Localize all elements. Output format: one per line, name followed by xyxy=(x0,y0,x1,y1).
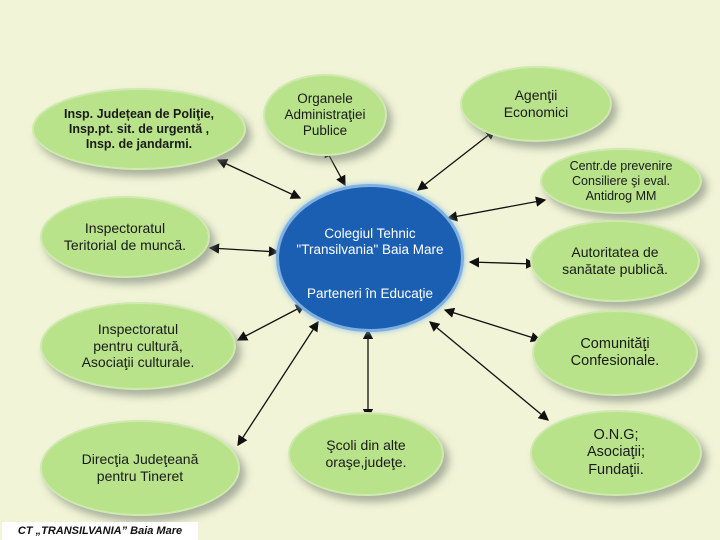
node-sanatate-label: Autoritatea de sanătate publică. xyxy=(562,244,668,277)
node-ong: O.N.G; Asociaţii; Fundaţii. xyxy=(530,410,702,496)
arrow-agenti xyxy=(416,129,497,191)
node-munca-label: Inspectoratul Teritorial de muncă. xyxy=(63,220,187,253)
arrow-tineret xyxy=(237,320,319,447)
center-hub xyxy=(276,184,464,332)
node-confesionale-label: Comunităţi Confesionale. xyxy=(570,335,660,369)
arrow-cultura xyxy=(236,304,307,341)
node-antidrog-label: Centr.de prevenire Consiliere şi eval. A… xyxy=(569,158,673,203)
node-scoli-label: Şcoli din alte oraşe,judeţe. xyxy=(325,437,407,470)
node-agenti: Agenţii Economici xyxy=(460,66,612,142)
node-tineret: Direcţia Judeţeană pentru Tineret xyxy=(40,420,240,516)
footer-label: CT „TRANSILVANIA” Baia Mare xyxy=(2,522,198,540)
node-politie: Insp. Județean de Poliţie, Insp.pt. sit.… xyxy=(32,88,246,170)
node-administratie: Organele Administraţiei Publice xyxy=(263,74,387,156)
node-politie-label: Insp. Județean de Poliţie, Insp.pt. sit.… xyxy=(63,106,215,151)
node-ong-label: O.N.G; Asociaţii; Fundaţii. xyxy=(586,426,646,478)
node-tineret-label: Direcţia Judeţeană pentru Tineret xyxy=(81,451,199,484)
arrow-ong xyxy=(428,321,550,421)
center-caption: Parteneri în Educaţie xyxy=(306,286,434,301)
node-scoli: Şcoli din alte oraşe,judeţe. xyxy=(288,412,444,496)
node-confesionale: Comunităţi Confesionale. xyxy=(532,310,698,396)
arrow-antidrog xyxy=(446,196,547,222)
node-administratie-label: Organele Administraţiei Publice xyxy=(284,90,366,139)
node-cultura: Inspectoratul pentru cultură, Asociaţii … xyxy=(40,302,236,390)
node-cultura-label: Inspectoratul pentru cultură, Asociaţii … xyxy=(81,320,195,371)
arrow-munca xyxy=(208,243,280,257)
node-sanatate: Autoritatea de sanătate publică. xyxy=(530,220,700,302)
node-munca: Inspectoratul Teritorial de muncă. xyxy=(40,196,210,278)
node-antidrog: Centr.de prevenire Consiliere şi eval. A… xyxy=(540,148,702,214)
arrow-politie xyxy=(216,159,302,199)
center-school-label: Colegiul Tehnic "Transilvania" Baia Mare xyxy=(296,226,444,258)
arrow-sanatate xyxy=(468,257,537,269)
arrow-confesionale xyxy=(443,307,542,343)
node-agenti-label: Agenţii Economici xyxy=(503,87,569,120)
